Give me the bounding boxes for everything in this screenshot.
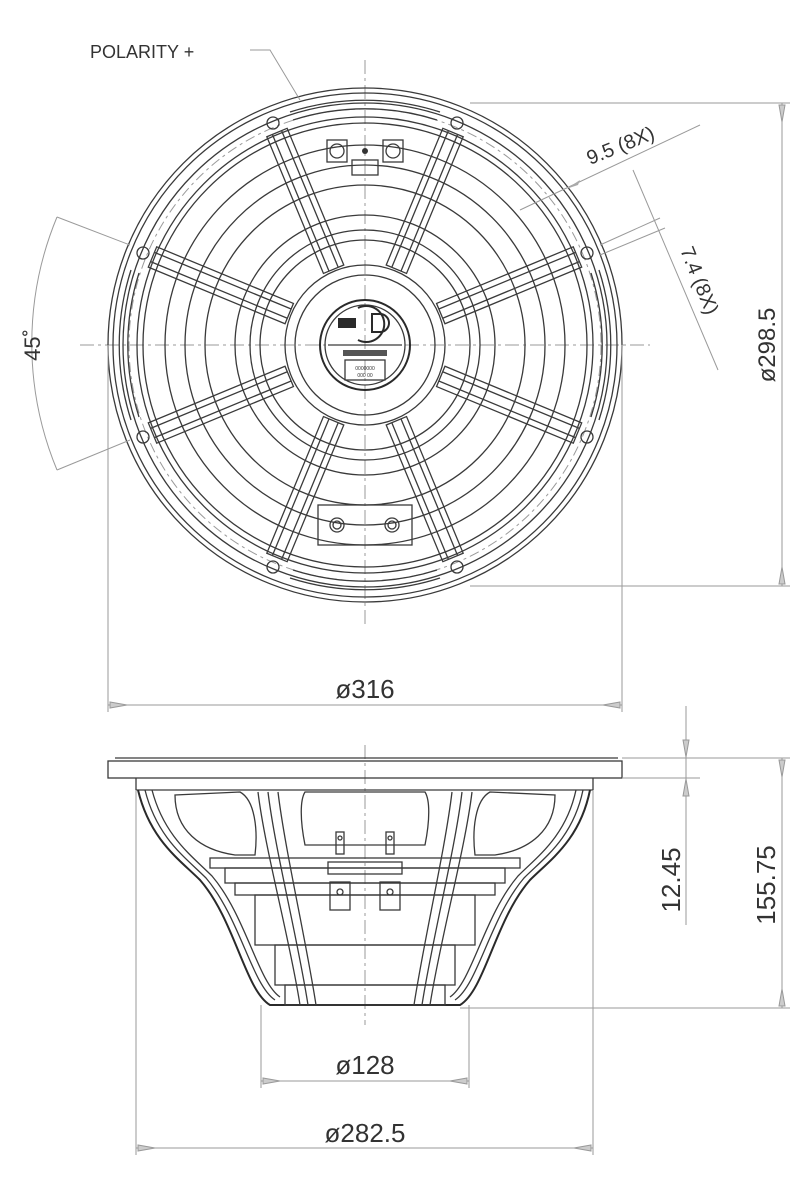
angle-dimension: 45˚ <box>20 216 131 471</box>
outer-diameter-label: ø316 <box>335 674 394 704</box>
total-depth-dimension: 155.75 <box>460 757 790 1009</box>
hole-dimension: 9.5 (8X) <box>519 123 701 211</box>
magnet-diameter-dimension: ø128 <box>260 1005 470 1088</box>
front-view: 0000000 000 00 <box>20 42 790 712</box>
angle-label: 45˚ <box>20 329 45 361</box>
polarity-label: POLARITY + <box>90 42 194 62</box>
baffle-cutout-dimension: ø282.5 <box>135 790 594 1155</box>
frame-spokes <box>147 127 583 563</box>
mounting-holes <box>136 116 594 574</box>
brand-logo: 0000000 000 00 <box>328 305 402 381</box>
baffle-cutout-label: ø282.5 <box>325 1118 406 1148</box>
top-terminal <box>326 139 404 176</box>
polarity-callout: POLARITY + <box>90 42 301 101</box>
outer-diameter-dimension: ø316 <box>107 345 623 712</box>
slot-dimension: 7.4 (8X) <box>599 169 722 371</box>
bottom-terminal <box>317 504 413 546</box>
flange-thickness-label: 12.45 <box>656 847 686 912</box>
flange-slots <box>118 99 612 591</box>
side-view: 12.45 155.75 ø128 ø282.5 <box>107 706 790 1155</box>
slot-dimension-label: 7.4 (8X) <box>675 244 722 318</box>
bolt-circle-label: ø298.5 <box>754 308 781 383</box>
bolt-circle-dimension: ø298.5 <box>470 102 790 587</box>
svg-text:0000000: 0000000 <box>355 366 375 372</box>
flange-thickness-dimension: 12.45 <box>622 706 700 925</box>
svg-text:000 00: 000 00 <box>357 373 373 379</box>
total-depth-label: 155.75 <box>751 845 781 925</box>
side-terminal <box>327 831 403 911</box>
magnet-diameter-label: ø128 <box>335 1050 394 1080</box>
